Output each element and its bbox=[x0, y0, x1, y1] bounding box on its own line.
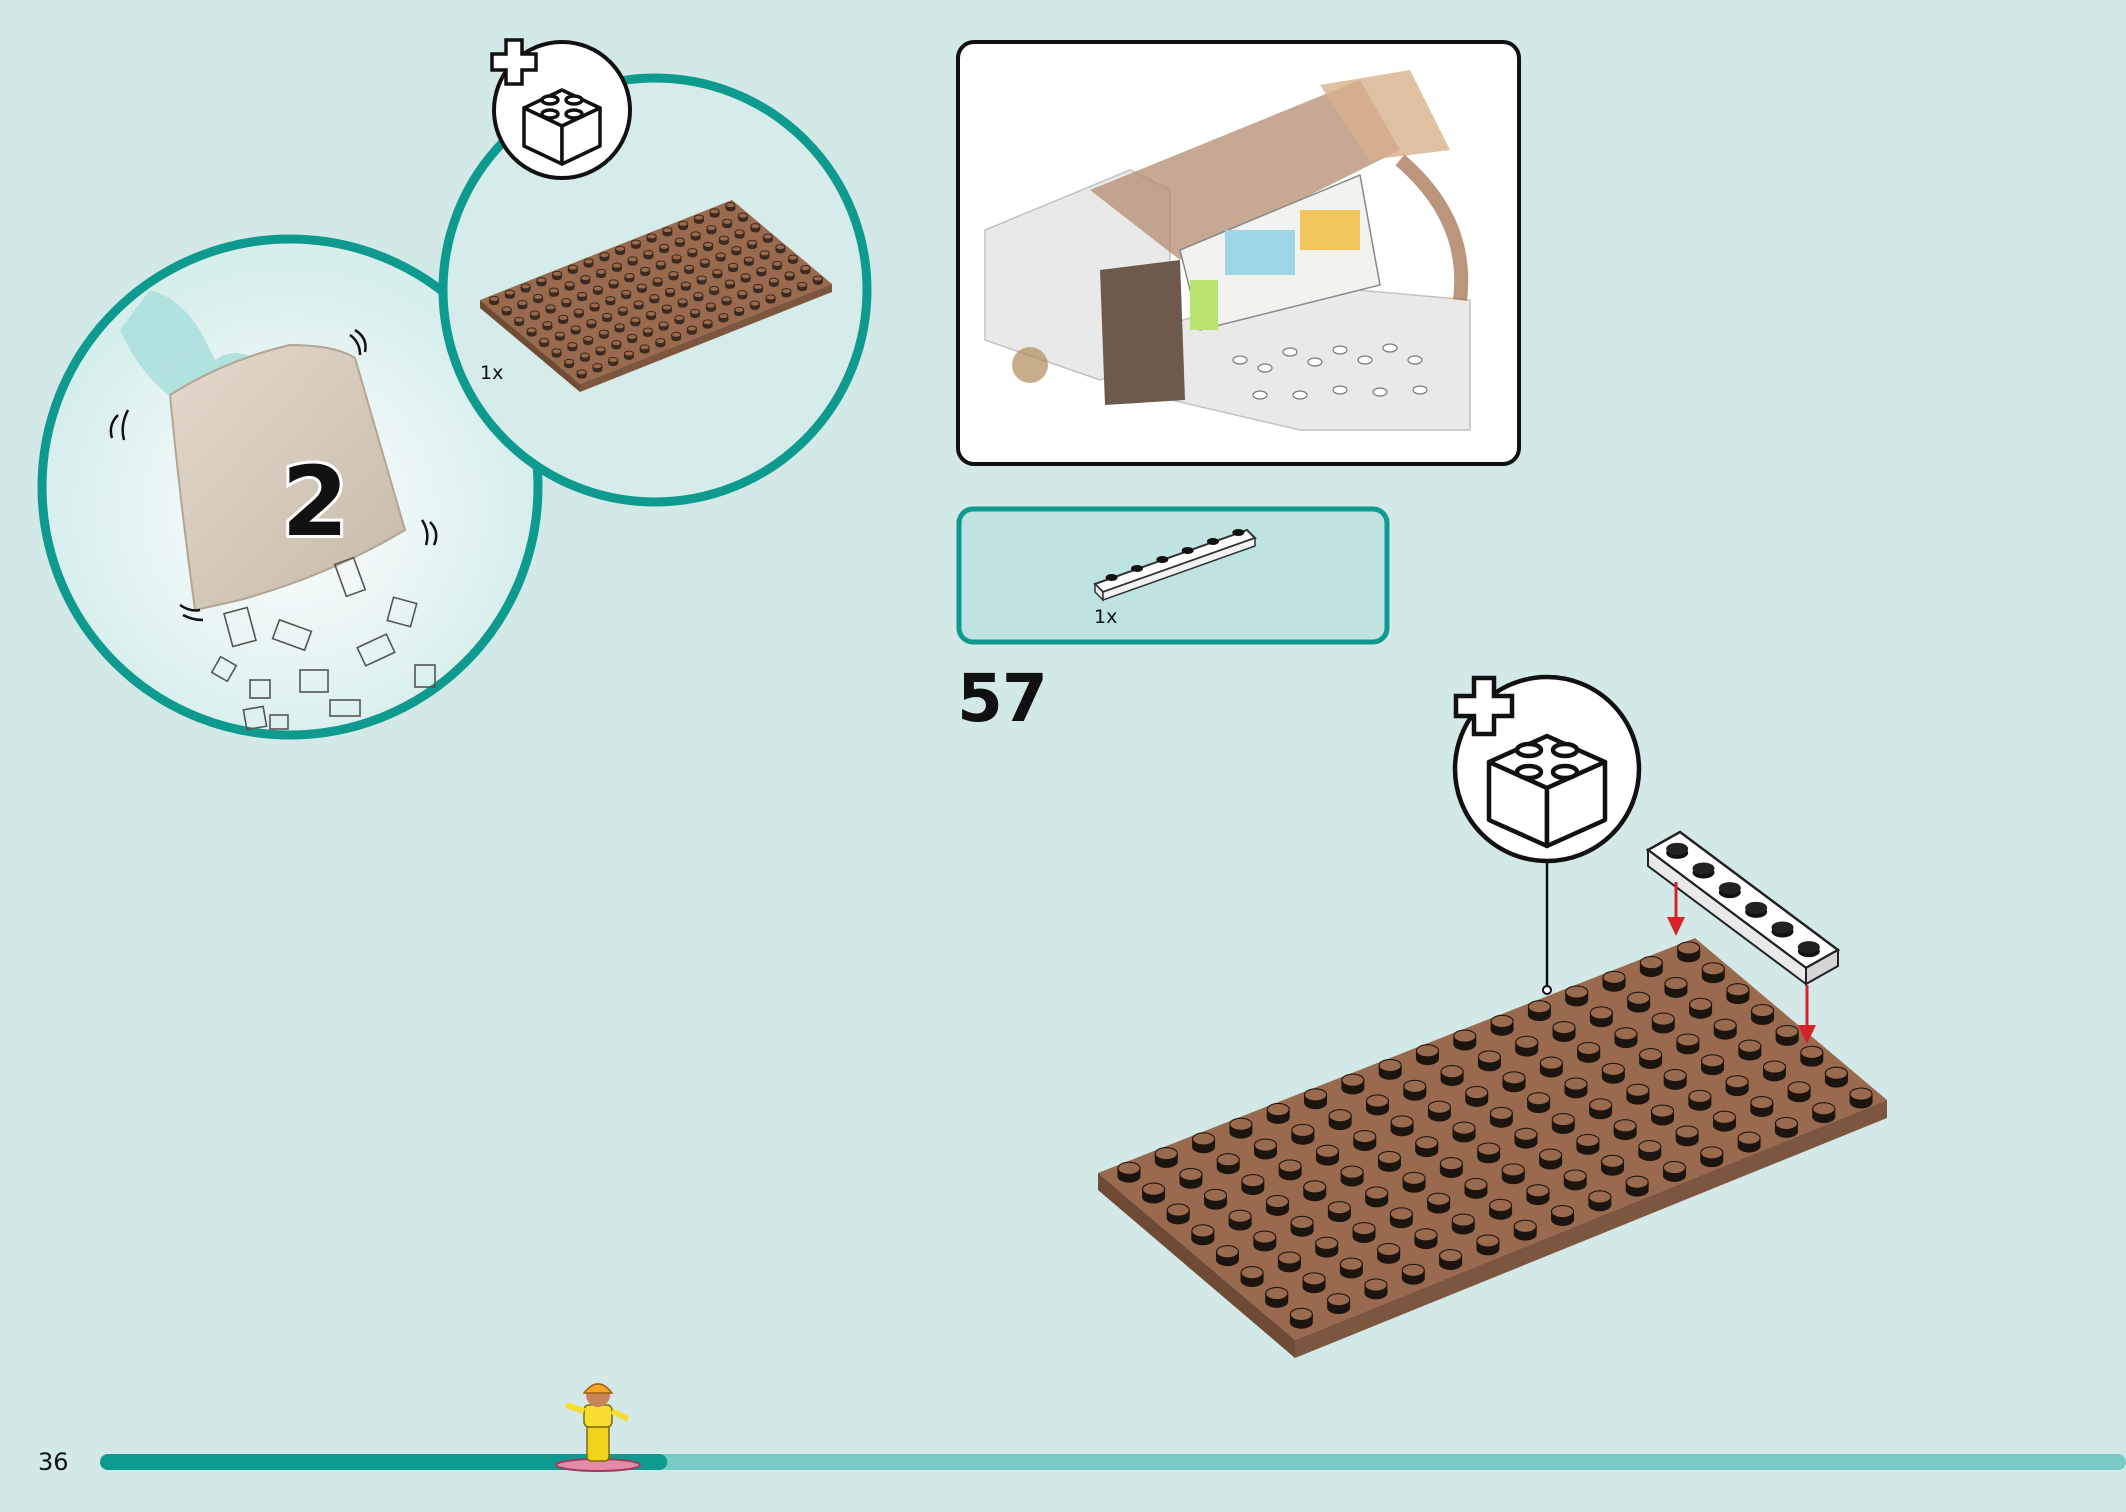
white-plate-1x6 bbox=[1645, 830, 1841, 986]
parts-list-quantity: 1x bbox=[1094, 606, 1118, 628]
progress-bar bbox=[100, 1454, 2126, 1470]
new-part-quantity: 1x bbox=[480, 362, 504, 384]
bag-opening-illustration bbox=[37, 234, 543, 740]
page-number: 36 bbox=[38, 1448, 69, 1476]
new-part-badge bbox=[1452, 674, 1642, 864]
parts-bag bbox=[168, 343, 407, 612]
main-build-plate bbox=[1098, 938, 1887, 1358]
parts-list-box bbox=[956, 506, 1390, 645]
model-overview bbox=[956, 40, 1521, 466]
bag-number: 2 bbox=[282, 446, 349, 558]
step-number: 57 bbox=[957, 660, 1048, 737]
progress-minifigure bbox=[555, 1383, 641, 1472]
new-parts-callout bbox=[438, 38, 872, 507]
placement-arrows bbox=[1667, 882, 1816, 1044]
